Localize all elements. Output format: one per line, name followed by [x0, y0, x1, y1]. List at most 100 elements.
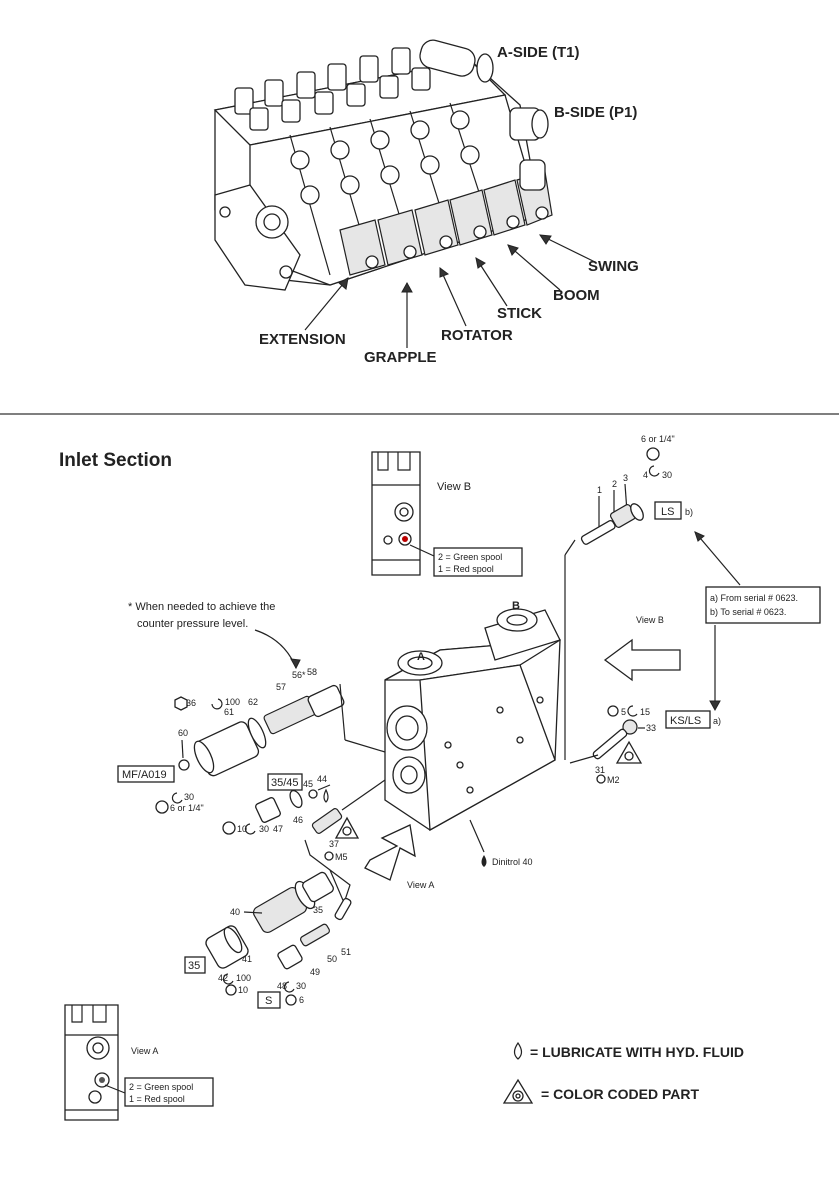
view-a-note-1: 2 = Green spool [129, 1082, 193, 1092]
view-a-arrow-label: View A [407, 880, 434, 890]
b35-label: 35 [188, 960, 200, 972]
legend-color-coded: = COLOR CODED PART [541, 1086, 699, 1102]
s-box [257, 991, 281, 1009]
view-b-note-box [433, 547, 523, 577]
view-b-note-1: 2 = Green spool [438, 552, 502, 562]
part-100a: 100 [225, 697, 240, 707]
dinitrol-label: Dinitrol 40 [492, 857, 533, 867]
spool-housings [339, 171, 553, 276]
view-b-arrow [603, 638, 681, 682]
dinitrol-drop-icon [481, 855, 487, 867]
part-46: 46 [293, 815, 303, 825]
port-b-label: B [512, 600, 520, 612]
view-a-note-box [124, 1077, 214, 1107]
ls-box [654, 501, 682, 520]
part-30c: 30 [259, 824, 269, 834]
part-56: 56* [292, 670, 306, 680]
view-a-note-2: 1 = Red spool [129, 1094, 185, 1104]
counter-note-2: counter pressure level. [137, 618, 248, 630]
part-50: 50 [327, 954, 337, 964]
label-b-side: B-SIDE (P1) [554, 104, 637, 121]
label-swing: SWING [588, 258, 639, 275]
part-37: 37 [329, 839, 339, 849]
part-2: 2 [612, 479, 617, 489]
part-10b: 10 [238, 985, 248, 995]
part-30a: 30 [662, 470, 672, 480]
part-45: 45 [303, 779, 313, 789]
legend-lubricate: = LUBRICATE WITH HYD. FLUID [530, 1044, 744, 1060]
part-6c: 6 [299, 995, 304, 1005]
ks-ls-spool [569, 728, 643, 764]
valve-bank-illustration [213, 39, 553, 291]
part-31: 31 [595, 765, 605, 775]
valve-ports [290, 110, 480, 205]
part-4: 4 [643, 470, 648, 480]
b3545-box [267, 773, 303, 791]
counter-note-1: * When needed to achieve the [128, 601, 275, 613]
part-62: 62 [248, 697, 258, 707]
top-leader-lines [304, 234, 596, 348]
view-b-inset [371, 451, 421, 576]
view-b-arrow-label: View B [636, 615, 664, 625]
ls-suffix: b) [685, 507, 693, 517]
label-a-side: A-SIDE (T1) [497, 44, 580, 61]
ks-ls-box-label: KS/LS [670, 715, 701, 727]
label-grapple: GRAPPLE [364, 349, 437, 366]
part-100b: 100 [236, 973, 251, 983]
label-boom: BOOM [553, 287, 600, 304]
relief-valve-assembly [174, 683, 386, 777]
part-10a: 10 [237, 824, 247, 834]
valve-caps [234, 47, 431, 131]
serial-note-1: a) From serial # 0623. [710, 593, 798, 603]
label-extension: EXTENSION [259, 331, 346, 348]
part-58: 58 [307, 667, 317, 677]
part-30b: 30 [184, 792, 194, 802]
serial-note-box [705, 586, 821, 624]
part-6a: 6 or 1/4" [641, 434, 675, 444]
main-spool-assembly [205, 839, 352, 970]
part-15: 15 [640, 707, 650, 717]
ks-ls-suffix: a) [713, 716, 721, 726]
check-valve-assembly [255, 784, 331, 823]
part-41: 41 [242, 954, 252, 964]
lubricate-drop-icon [513, 1041, 523, 1060]
part-60: 60 [178, 728, 188, 738]
ls-box-label: LS [661, 506, 674, 518]
label-rotator: ROTATOR [441, 327, 513, 344]
part-44: 44 [317, 774, 327, 784]
part-m2: M2 [607, 775, 620, 785]
part-48: 48 [277, 981, 287, 991]
b35-box [184, 956, 206, 974]
port-a-label: A [417, 651, 425, 663]
part-5: 5 [621, 707, 626, 717]
label-stick: STICK [497, 305, 542, 322]
part-33: 33 [646, 723, 656, 733]
part-47: 47 [273, 824, 283, 834]
mf-a019-box [117, 765, 175, 783]
serial-note-2: b) To serial # 0623. [710, 607, 786, 617]
part-61: 61 [224, 707, 234, 717]
part-51: 51 [341, 947, 351, 957]
part-3: 3 [623, 473, 628, 483]
part-36: 36 [186, 698, 196, 708]
part-57: 57 [276, 682, 286, 692]
part-m5: M5 [335, 852, 348, 862]
ks-ls-box [665, 710, 711, 729]
part-6b: 6 or 1/4" [170, 803, 204, 813]
part-1: 1 [597, 485, 602, 495]
s-label: S [265, 995, 272, 1007]
color-coded-triangle-icon [502, 1078, 534, 1104]
view-b-label: View B [437, 481, 471, 493]
b3545-label: 35/45 [271, 777, 299, 789]
mf-a019-label: MF/A019 [122, 769, 167, 781]
part-35: 35 [313, 905, 323, 915]
view-b-note-2: 1 = Red spool [438, 564, 494, 574]
view-a-label: View A [131, 1046, 158, 1056]
part-37-assembly [311, 779, 386, 839]
ls-spool-assembly [580, 483, 644, 545]
inlet-block [384, 608, 561, 832]
view-a-arrow [364, 824, 416, 881]
inlet-section-title: Inlet Section [59, 450, 172, 471]
view-a-inset [64, 1004, 119, 1121]
